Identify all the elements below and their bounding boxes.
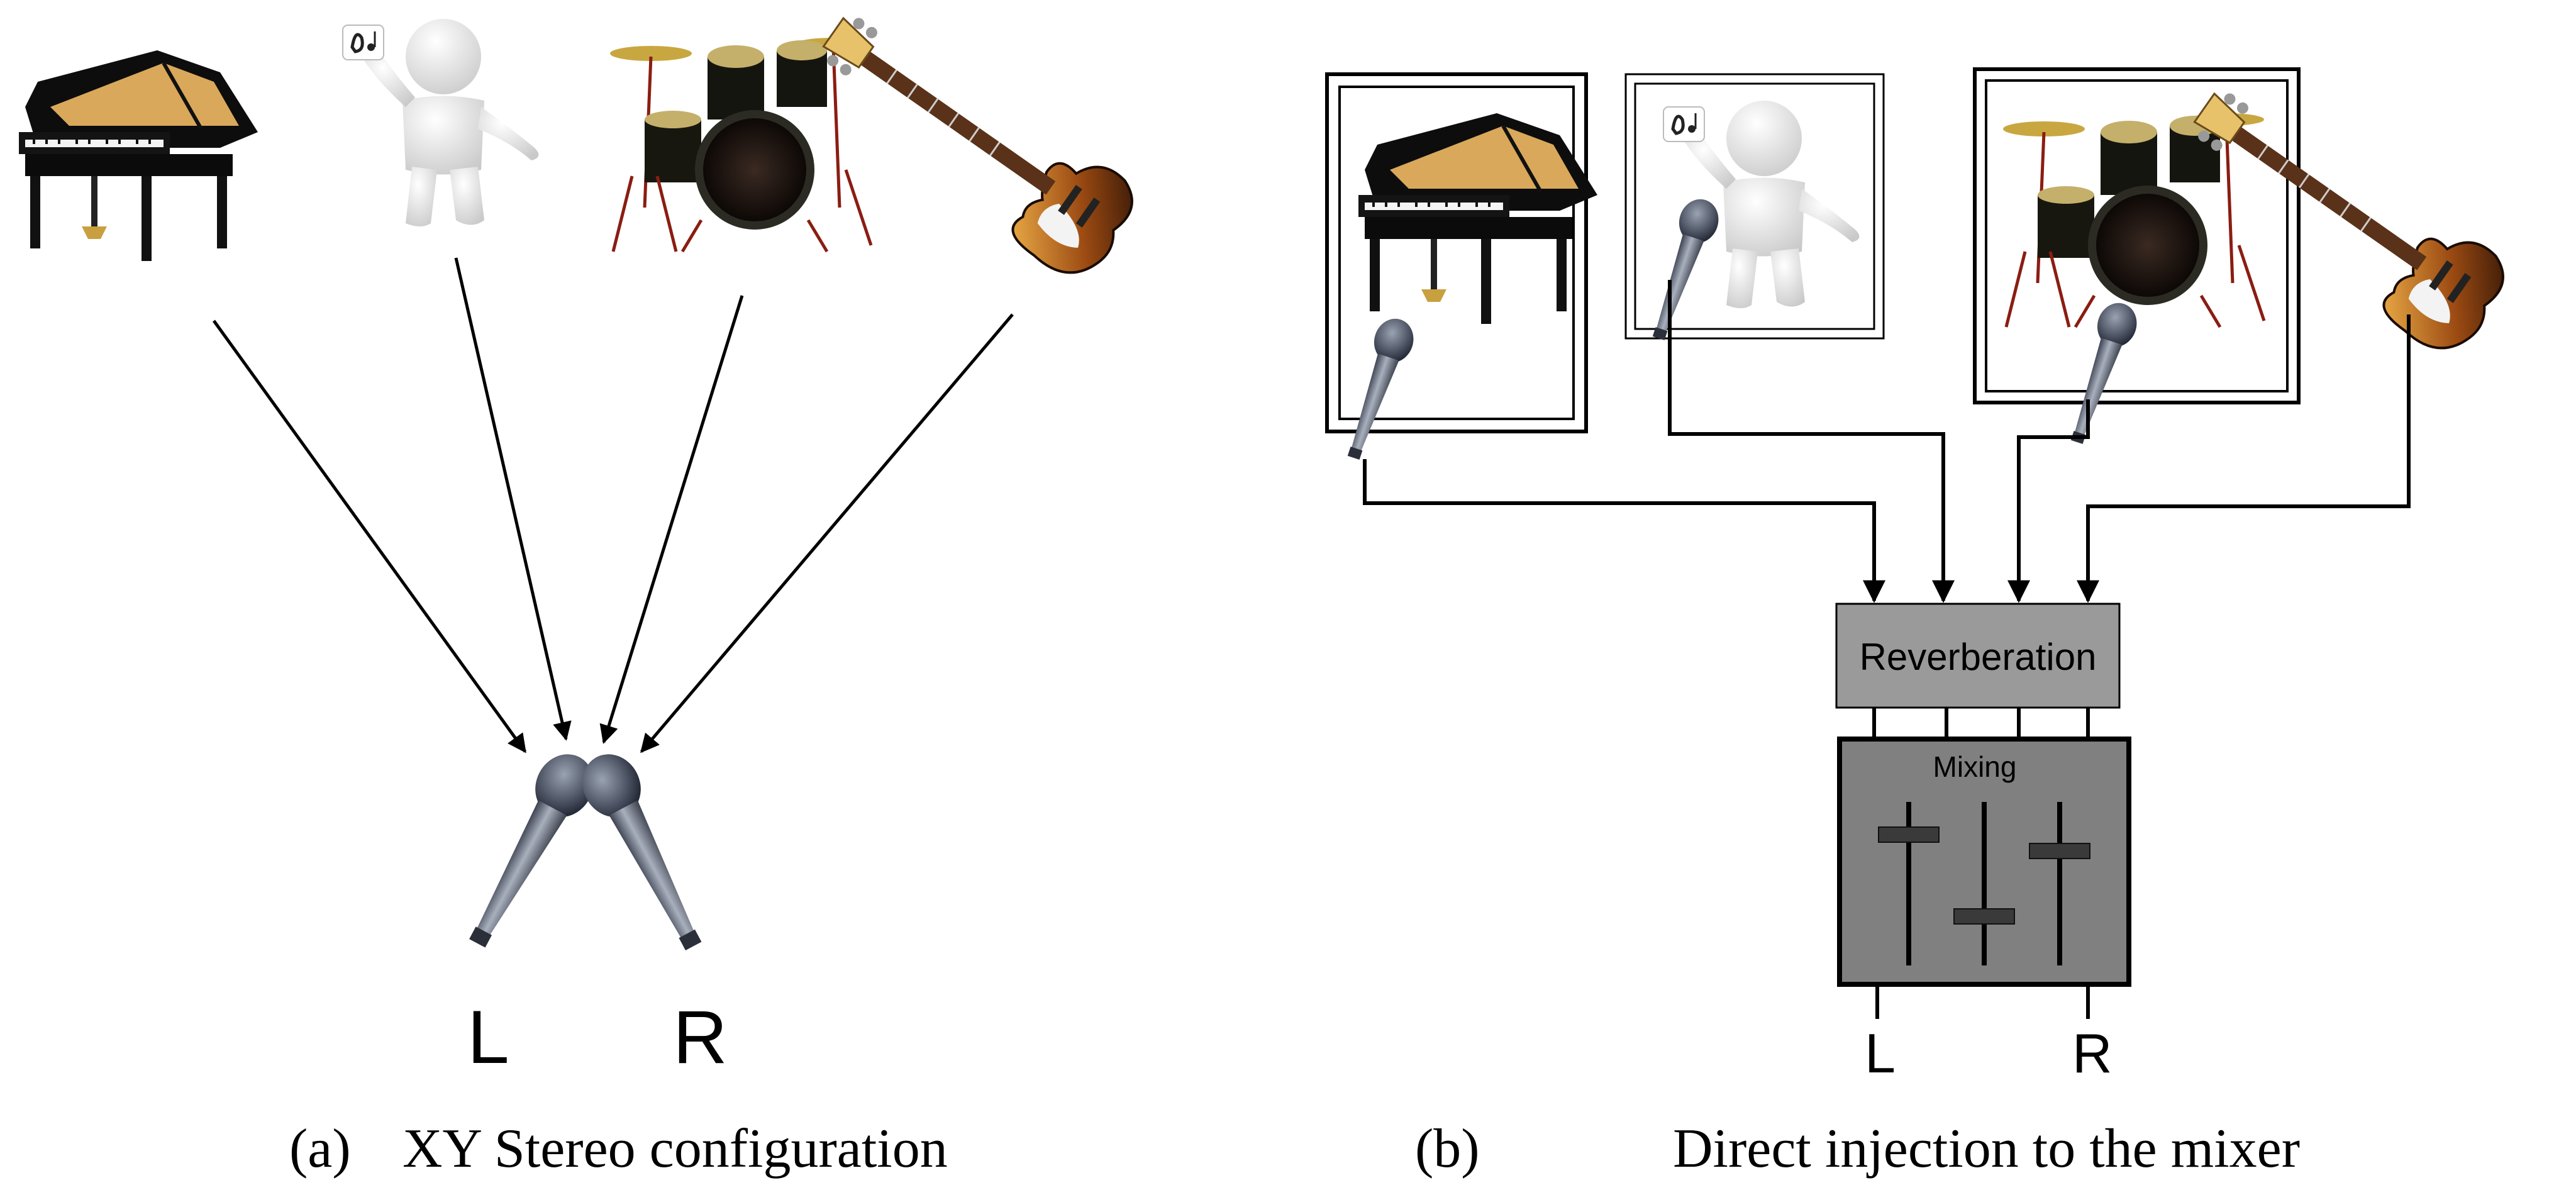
panel-b: Reverberation Mixing L R (b) Direct inje… <box>1325 67 2521 1179</box>
reverberation-label: Reverberation <box>1860 636 2097 678</box>
fader-group <box>1878 802 2090 965</box>
reverberation-box <box>1835 603 2121 709</box>
fader-knob-1[interactable] <box>1878 826 1940 843</box>
caption-b-text: Direct injection to the mixer <box>1673 1118 2300 1179</box>
grand-piano-icon <box>19 50 258 261</box>
drum-kit-icon <box>610 38 871 252</box>
singer-figure-icon <box>343 19 538 226</box>
sound-paths-a <box>212 257 1014 753</box>
mixing-label: Mixing <box>1933 750 2017 783</box>
singer-booth <box>1624 73 1885 345</box>
panel-a: L R (a) XY Stereo configuration <box>19 0 1150 1179</box>
routing-lines <box>1363 280 2411 603</box>
reverb-to-mixer-connectors <box>1872 708 2090 739</box>
mixer-outputs <box>1875 984 2090 1019</box>
piano-to-mic-arrow <box>212 320 527 753</box>
fader-knob-3[interactable] <box>2029 843 2090 859</box>
caption-a-text: XY Stereo configuration <box>402 1118 948 1179</box>
caption-b-tag: (b) <box>1415 1118 1480 1179</box>
singer-route <box>1668 280 1955 603</box>
mixer-left-label: L <box>1865 1022 1896 1084</box>
fader-knob-2[interactable] <box>1953 908 2015 925</box>
bass-guitar-icon <box>792 0 1150 291</box>
right-channel-label: R <box>673 995 728 1079</box>
piano-booth <box>1325 72 1597 465</box>
drums-route <box>2007 399 2090 603</box>
drum-booth <box>1973 67 2301 449</box>
caption-a-tag: (a) <box>289 1118 351 1179</box>
piano-route <box>1363 459 1885 603</box>
drums-to-mic-arrow <box>599 295 744 744</box>
xy-microphone-pair-icon <box>455 743 721 959</box>
mixer-right-label: R <box>2072 1022 2112 1084</box>
guitar-to-mic-arrow <box>640 313 1014 753</box>
guitar-route <box>2077 314 2411 603</box>
singer-to-mic-arrow <box>454 257 572 741</box>
left-channel-label: L <box>467 995 509 1079</box>
